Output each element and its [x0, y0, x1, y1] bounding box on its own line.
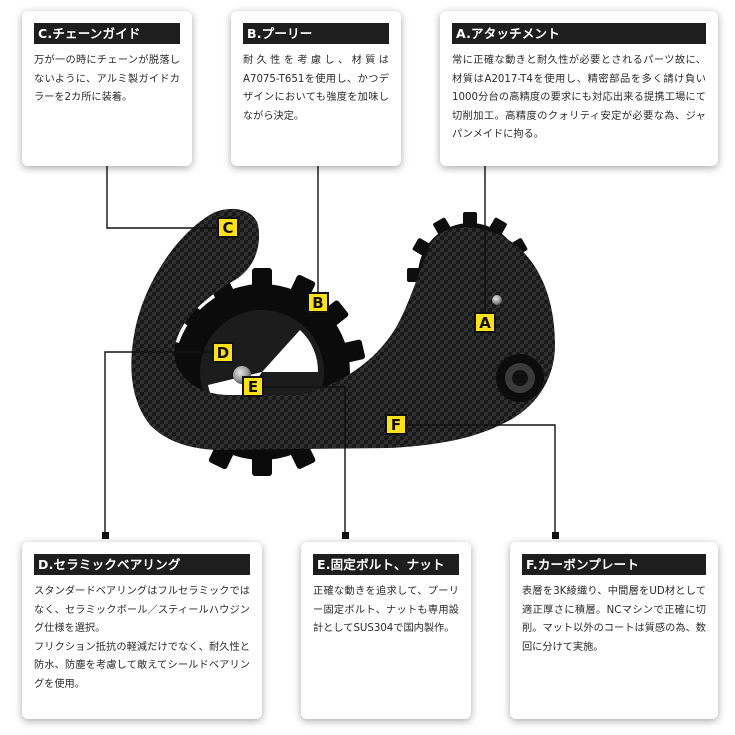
leader-dot-d — [102, 532, 109, 539]
card-body: スタンダードベアリングはフルセラミックではなく、セラミックボール／スティールハウ… — [34, 583, 250, 695]
card-text: 耐久性を考慮し、材質はA7075-T651を使用し、かつデザインにおいても強度を… — [243, 55, 389, 122]
card-title: E.固定ボルト、ナット — [313, 554, 459, 575]
card-attachment: A.アタッチメント 常に正確な動きと耐久性が必要とされるパーツ故に、材質はA20… — [440, 11, 718, 166]
card-body: 正確な動きを追求して、プーリー固定ボルト、ナットも専用設計としてSUS304で国… — [313, 583, 459, 639]
attachment-boss — [492, 295, 544, 402]
card-title: F.カーボンプレート — [522, 554, 706, 575]
label-e: E — [242, 376, 264, 397]
card-body: 常に正確な動きと耐久性が必要とされるパーツ故に、材質はA2017-T4を使用し、… — [452, 52, 706, 145]
card-title: C.チェーンガイド — [34, 23, 180, 44]
label-b: B — [307, 292, 329, 313]
card-bolt-nut: E.固定ボルト、ナット 正確な動きを追求して、プーリー固定ボルト、ナットも専用設… — [301, 542, 471, 719]
leader-dot-f — [552, 532, 559, 539]
card-pulley: B.プーリー 耐久性を考慮し、材質はA7075-T651を使用し、かつデザインに… — [231, 11, 401, 166]
card-title: A.アタッチメント — [452, 23, 706, 44]
card-body: 万が一の時にチェーンが脱落しないように、アルミ製ガイドカラーを2カ所に装着。 — [34, 52, 180, 108]
carbon-plate — [131, 208, 556, 450]
label-f: F — [385, 414, 407, 435]
card-text: スタンダードベアリングはフルセラミックではなく、セラミックボール／スティールハウ… — [34, 586, 250, 635]
card-body: 耐久性を考慮し、材質はA7075-T651を使用し、かつデザインにおいても強度を… — [243, 52, 389, 126]
label-c: C — [217, 217, 239, 238]
card-text: 万が一の時にチェーンが脱落しないように、アルミ製ガイドカラーを2カ所に装着。 — [34, 55, 180, 104]
card-title: B.プーリー — [243, 23, 389, 44]
card-text: 常に正確な動きと耐久性が必要とされるパーツ故に、材質はA2017-T4を使用し、… — [452, 55, 706, 141]
card-text: 表層を3K綾織り、中間層をUD材として適正厚さに積層。NCマシンで正確に切削。マ… — [522, 586, 706, 653]
card-text: 正確な動きを追求して、プーリー固定ボルト、ナットも専用設計としてSUS304で国… — [313, 586, 459, 635]
card-title: D.セラミックベアリング — [34, 554, 250, 575]
card-carbon-plate: F.カーボンプレート 表層を3K綾織り、中間層をUD材として適正厚さに積層。NC… — [510, 542, 718, 719]
card-body: 表層を3K綾織り、中間層をUD材として適正厚さに積層。NCマシンで正確に切削。マ… — [522, 583, 706, 657]
label-d: D — [212, 342, 234, 363]
card-ceramic-bearing: D.セラミックベアリング スタンダードベアリングはフルセラミックではなく、セラミ… — [22, 542, 262, 719]
label-a: A — [474, 312, 496, 333]
card-text: フリクション抵抗の軽減だけでなく、耐久性と防水、防塵を考慮して敢えてシールドベア… — [34, 641, 250, 690]
leader-lines — [104, 158, 556, 535]
card-chain-guide: C.チェーンガイド 万が一の時にチェーンが脱落しないように、アルミ製ガイドカラー… — [22, 11, 192, 166]
leader-dot-e — [342, 532, 349, 539]
